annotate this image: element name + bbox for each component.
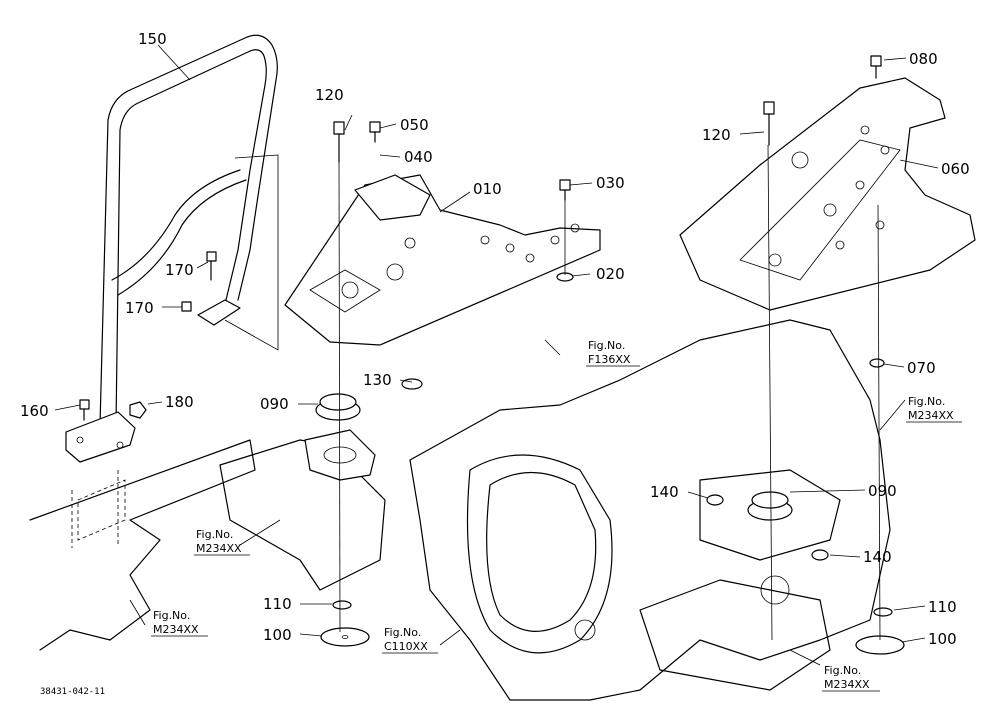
svg-text:Fig.No.: Fig.No.	[824, 664, 861, 677]
part-label-060: 060	[941, 160, 970, 178]
part-label-080: 080	[909, 50, 938, 68]
diagram-code: 38431-042-11	[40, 687, 105, 697]
mount-090-right	[747, 491, 793, 521]
svg-text:Fig.No.: Fig.No.	[588, 339, 625, 352]
svg-text:Fig.No.: Fig.No.	[908, 395, 945, 408]
part-label-180: 180	[165, 393, 194, 411]
svg-text:M234XX: M234XX	[824, 678, 870, 691]
svg-text:M234XX: M234XX	[908, 409, 954, 422]
fig-refs: Fig.No. F136XX Fig.No. M234XX Fig.No. M2…	[151, 339, 962, 692]
svg-text:Fig.No.: Fig.No.	[196, 528, 233, 541]
part-label-110: 110	[928, 598, 957, 616]
part-label-130: 130	[363, 371, 392, 389]
bolts	[79, 55, 882, 421]
plate-060	[679, 77, 976, 311]
svg-text:F136XX: F136XX	[588, 353, 631, 366]
part-label-110: 110	[263, 595, 292, 613]
part-label-170: 170	[165, 261, 194, 279]
part-label-090: 090	[260, 395, 289, 413]
svg-text:Fig.No.: Fig.No.	[384, 626, 421, 639]
part-label-070: 070	[907, 359, 936, 377]
part-label-120: 120	[315, 86, 344, 104]
part-label-020: 020	[596, 265, 625, 283]
transmission-housing	[409, 319, 891, 701]
part-label-030: 030	[596, 174, 625, 192]
part-label-090: 090	[868, 482, 897, 500]
part-label-120: 120	[702, 126, 731, 144]
fig-ref-m234xx-right-upper[interactable]: Fig.No. M234XX	[906, 395, 962, 423]
svg-text:M234XX: M234XX	[153, 623, 199, 636]
part-label-010: 010	[473, 180, 502, 198]
fig-ref-m234xx-center-left[interactable]: Fig.No. M234XX	[194, 528, 250, 556]
fig-ref-m234xx-bottom-right[interactable]: Fig.No. M234XX	[822, 664, 880, 692]
support-bracket-left	[219, 429, 386, 591]
part-label-050: 050	[400, 116, 429, 134]
frame-150	[65, 34, 279, 463]
fig-ref-m234xx-bottom-left[interactable]: Fig.No. M234XX	[151, 609, 208, 637]
part-label-100: 100	[928, 630, 957, 648]
fig-ref-f136xx[interactable]: Fig.No. F136XX	[586, 339, 640, 367]
part-label-100: 100	[263, 626, 292, 644]
svg-text:C110XX: C110XX	[384, 640, 428, 653]
part-label-040: 040	[404, 148, 433, 166]
part-labels: 150 120 050 040 010 030 020 170 170 160 …	[20, 30, 970, 648]
part-label-160: 160	[20, 402, 49, 420]
svg-text:M234XX: M234XX	[196, 542, 242, 555]
svg-text:Fig.No.: Fig.No.	[153, 609, 190, 622]
alignment-lines	[338, 144, 881, 641]
mount-090-left	[315, 393, 361, 421]
part-label-140: 140	[863, 548, 892, 566]
leader-lines	[54, 44, 939, 666]
part-label-140: 140	[650, 483, 679, 501]
fig-ref-c110xx[interactable]: Fig.No. C110XX	[382, 626, 438, 654]
plate-010	[284, 174, 601, 346]
part-label-150: 150	[138, 30, 167, 48]
washers	[320, 272, 905, 655]
part-label-170: 170	[125, 299, 154, 317]
